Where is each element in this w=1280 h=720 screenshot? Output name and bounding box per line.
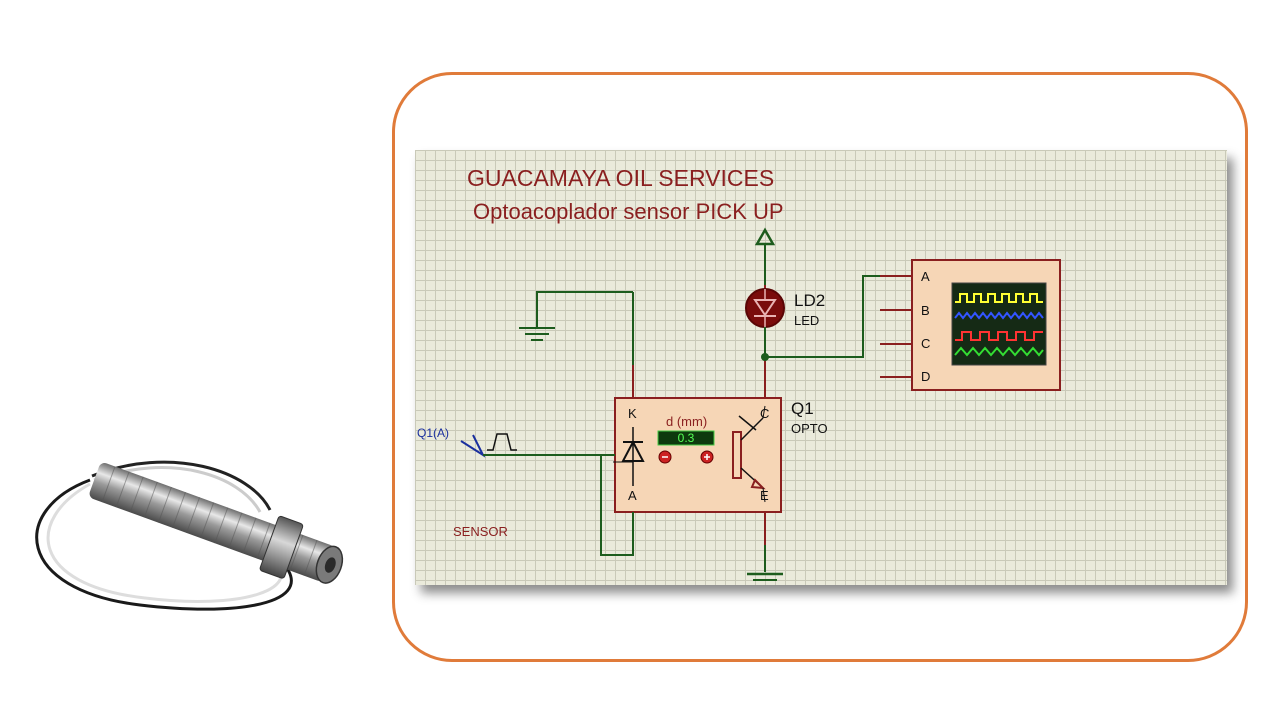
decrease-button[interactable] xyxy=(658,450,672,464)
schematic-title: GUACAMAYA OIL SERVICES xyxy=(467,165,774,191)
readout-value: 0.3 xyxy=(678,431,695,445)
pin-c-label: C xyxy=(760,406,769,421)
opto-value: OPTO xyxy=(791,421,828,436)
pin-k-label: K xyxy=(628,406,637,421)
scope-channel-d: D xyxy=(921,369,930,384)
oscilloscope[interactable] xyxy=(880,259,1061,391)
wire-junction-scope xyxy=(765,275,880,358)
power-terminal[interactable] xyxy=(754,227,776,285)
scope-channel-b: B xyxy=(921,303,930,318)
led-ld2[interactable] xyxy=(745,288,785,328)
sensor-label: SENSOR xyxy=(453,524,508,539)
readout-label: d (mm) xyxy=(666,414,707,429)
schematic-canvas: GUACAMAYA OIL SERVICES Optoacoplador sen… xyxy=(415,150,1227,585)
ground-symbol-bottom xyxy=(747,572,783,581)
opto-ref: Q1 xyxy=(791,399,814,418)
increase-button[interactable] xyxy=(700,450,714,464)
schematic-svg: GUACAMAYA OIL SERVICES Optoacoplador sen… xyxy=(417,165,1061,581)
led-ref: LD2 xyxy=(794,291,825,310)
pin-e-label: E xyxy=(760,488,769,503)
trace-a xyxy=(955,293,1043,303)
schematic-subtitle: Optoacoplador sensor PICK UP xyxy=(473,199,784,224)
led-value: LED xyxy=(794,313,819,328)
distance-readout xyxy=(657,430,715,446)
generator-label: Q1(A) xyxy=(417,426,449,440)
pin-a-label: A xyxy=(628,488,637,503)
wire-a-pin xyxy=(600,455,634,556)
scope-channel-a: A xyxy=(921,269,930,284)
trace-c xyxy=(955,331,1043,341)
optocoupler-q1[interactable] xyxy=(613,397,782,513)
pickup-sensor-photo xyxy=(35,460,344,611)
ground-symbol-left xyxy=(519,291,633,341)
scope-channel-c: C xyxy=(921,336,930,351)
rounded-frame xyxy=(392,72,1248,662)
trace-d xyxy=(954,346,1044,357)
trace-b xyxy=(954,311,1044,320)
pulse-generator[interactable] xyxy=(460,433,517,458)
